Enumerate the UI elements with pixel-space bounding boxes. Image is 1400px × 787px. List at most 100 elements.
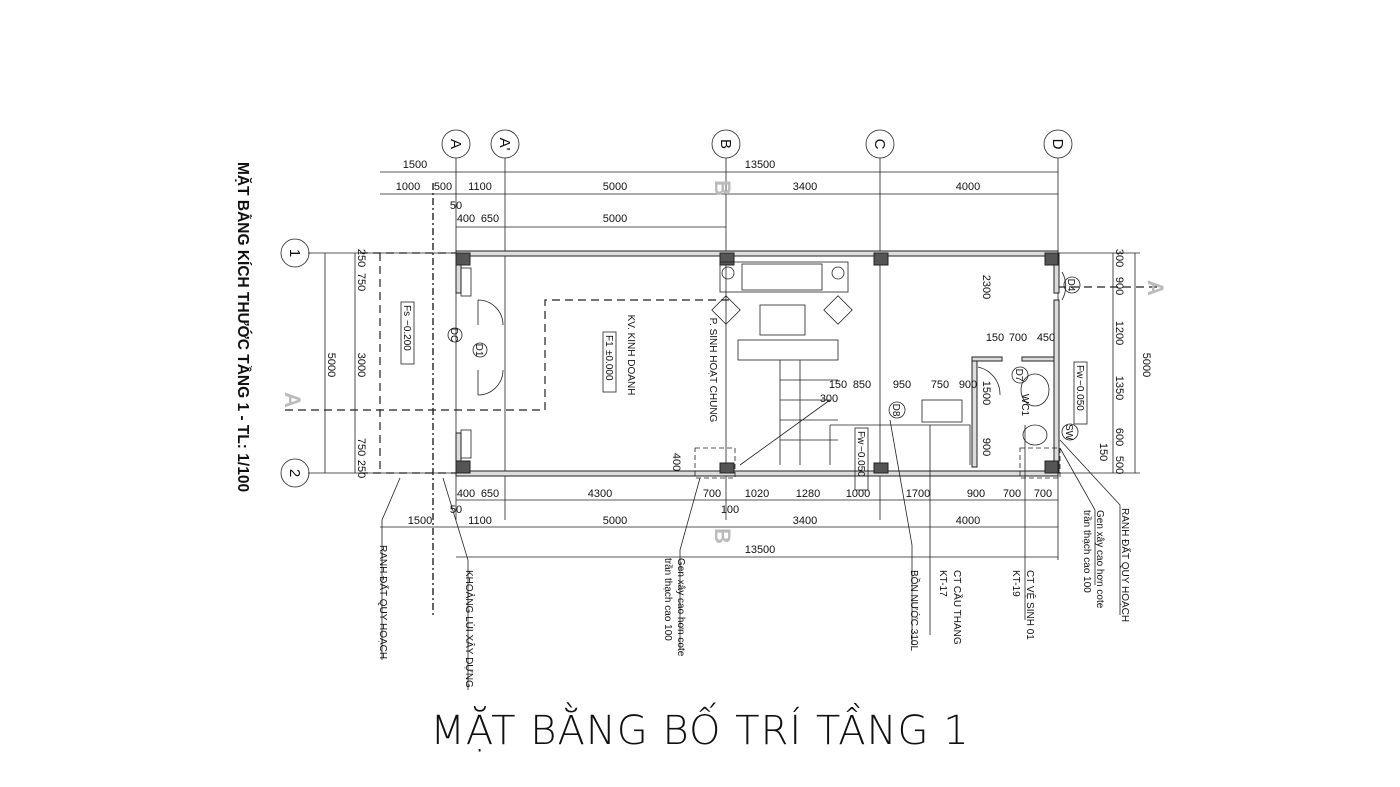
dim: 500 xyxy=(1113,456,1125,474)
dim: 4000 xyxy=(956,515,980,527)
side-title: MẶT BẰNG KÍCH THƯỚC TẦNG 1 - TL: 1/100 xyxy=(234,162,252,492)
door-tag: D8 xyxy=(890,404,901,417)
dim: 750 xyxy=(355,438,367,456)
dim: 1500 xyxy=(403,159,427,171)
level-tags: F1±0.000 Fs−0.200 Fw−0.050 Fw−0.050 xyxy=(400,301,1088,491)
door-tag: D4 xyxy=(1065,279,1076,292)
dim: 3400 xyxy=(793,515,817,527)
dim: 50 xyxy=(450,200,462,212)
dim: 1350 xyxy=(1113,376,1125,400)
note-gen2-line2: trần thạch cao 100 xyxy=(1081,510,1093,593)
dim: 3400 xyxy=(793,181,817,193)
note-gen1-line1: Gen xây cao hơn cote xyxy=(675,558,686,657)
axis-a: A xyxy=(447,139,464,149)
axis-2: 2 xyxy=(286,469,303,477)
dim: 900 xyxy=(967,488,985,500)
dim: 1100 xyxy=(468,515,492,527)
door-tags: DC D1 D4 D7 D8 SW xyxy=(447,276,1081,441)
note-bon-nuoc: BỒN NƯỚC 310L xyxy=(908,570,921,651)
note-kt17: KT-17 xyxy=(937,570,948,597)
door-tag: DC xyxy=(448,328,459,342)
dim: 3000 xyxy=(355,353,367,377)
axis-a-prime: A' xyxy=(496,138,513,151)
dim: 650 xyxy=(481,213,499,225)
dim: 5000 xyxy=(325,353,337,377)
note-kt19: KT-19 xyxy=(1010,570,1021,597)
level-tag: F1 xyxy=(603,335,614,347)
dim: 700 xyxy=(1003,488,1021,500)
level-value: −0.050 xyxy=(1074,380,1085,411)
dim: 250 xyxy=(355,460,367,478)
dim: 1500 xyxy=(408,515,432,527)
dims-right: 300 900 1200 1350 600 500 150 5000 xyxy=(1097,249,1152,474)
dim: 2300 xyxy=(980,275,992,299)
dim: 750 xyxy=(931,379,949,391)
furniture xyxy=(460,261,1067,466)
dim: 600 xyxy=(1113,428,1125,446)
walls xyxy=(455,250,1061,479)
dimension-lines xyxy=(324,171,1136,558)
dim: 700 xyxy=(1009,332,1027,344)
dim: 400 xyxy=(457,488,475,500)
main-title: MẶT BẰNG BỐ TRÍ TẦNG 1 xyxy=(430,708,970,754)
note-khoang-lui: KHOẢNG LÙI XÂY DỰNG xyxy=(463,570,476,688)
axis-c: C xyxy=(871,139,888,150)
dim: 150 xyxy=(986,332,1004,344)
dim: 400 xyxy=(457,213,475,225)
dim: 300 xyxy=(1113,249,1125,267)
dim: 700 xyxy=(703,488,721,500)
dim: 100 xyxy=(721,504,739,516)
door-tag: SW xyxy=(1063,424,1074,441)
dim: 1500 xyxy=(980,381,992,405)
dim: 900 xyxy=(1113,277,1125,295)
section-marker-b-bottom: B xyxy=(710,528,735,544)
notes: RANH ĐẤT QUY HOẠCH KHOẢNG LÙI XÂY DỰNG G… xyxy=(377,508,1132,688)
dim: 50 xyxy=(450,504,462,516)
note-ranh-right: RANH ĐẤT QUY HOẠCH xyxy=(1119,508,1132,622)
dim: 150 xyxy=(1097,443,1109,461)
note-ct-cau-thang: CT CẦU THANG xyxy=(951,570,964,645)
section-marker-a-right: A xyxy=(1143,280,1168,296)
dim: 13500 xyxy=(745,544,776,556)
note-gen2-line1: Gen xây cao hơn cote xyxy=(1094,510,1105,609)
dim: 750 xyxy=(355,273,367,291)
axis-bubbles: A A' B C D 1 2 xyxy=(280,129,1073,488)
dims-inner: 2300 150 700 450 1500 900 150 850 950 75… xyxy=(670,275,1055,471)
level-value: −0.050 xyxy=(855,446,866,477)
dim: 1000 xyxy=(396,181,420,193)
dim: 1020 xyxy=(745,488,769,500)
site-boundary xyxy=(285,252,1160,474)
dims-top: 1500 13500 1000 500 1100 5000 3400 4000 … xyxy=(396,159,980,225)
level-tag: Fw xyxy=(1074,365,1085,379)
dim: 850 xyxy=(853,379,871,391)
room-business: KV. KINH DOANH xyxy=(625,315,636,396)
level-tag: Fw xyxy=(855,431,866,445)
dim: 700 xyxy=(1034,488,1052,500)
room-wc: WC1 xyxy=(1019,394,1030,417)
dim: 4000 xyxy=(956,181,980,193)
section-marker-b-top: B xyxy=(710,180,735,196)
dim: 150 xyxy=(829,379,847,391)
dim: 400 xyxy=(670,453,682,471)
dims-bottom: 400 650 4300 700 1020 1280 1000 1700 900… xyxy=(408,488,1052,556)
note-ranh-left: RANH ĐẤT QUY HOẠCH xyxy=(377,545,390,659)
dim: 1000 xyxy=(846,488,870,500)
dim: 250 xyxy=(355,249,367,267)
axis-1: 1 xyxy=(286,249,303,257)
note-gen1-line2: trần thạch cao 100 xyxy=(662,558,674,641)
dim: 450 xyxy=(1037,332,1055,344)
door-tag: D1 xyxy=(473,344,484,357)
dim: 900 xyxy=(959,379,977,391)
level-tag: Fs xyxy=(401,305,412,316)
dim: 500 xyxy=(434,181,452,193)
room-living: P. SINH HOẠT CHUNG xyxy=(707,318,718,423)
section-marker-a-left: A xyxy=(280,392,305,408)
dim: 1280 xyxy=(796,488,820,500)
dim: 300 xyxy=(820,393,838,405)
dim: 900 xyxy=(980,438,992,456)
dim: 4300 xyxy=(588,488,612,500)
dim: 5000 xyxy=(603,181,627,193)
axis-b: B xyxy=(717,139,734,149)
dim: 950 xyxy=(893,379,911,391)
